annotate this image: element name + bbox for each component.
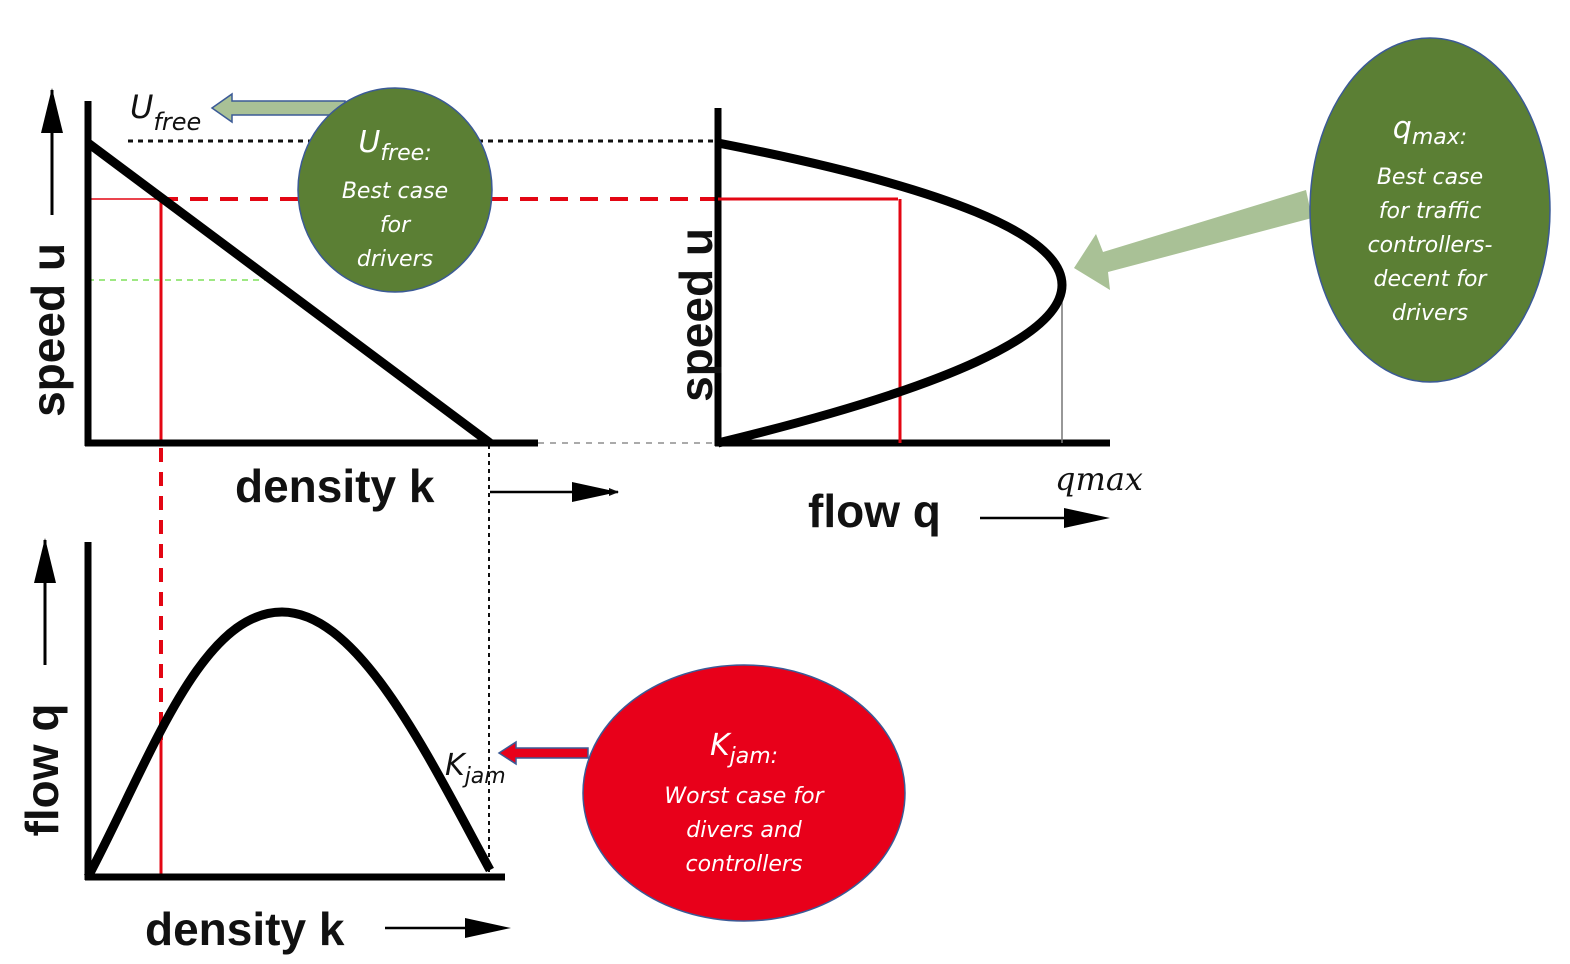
x-axis-arrowhead: [572, 482, 618, 502]
y-axis-arrowhead: [34, 538, 56, 583]
svg-text:Best case: Best case: [342, 179, 448, 204]
ufree-callout-arrow: [210, 92, 346, 124]
speed-flow-plot: speed u flow q qmax: [670, 108, 1143, 537]
svg-text:qmax:: qmax:: [1393, 111, 1467, 150]
flow-axis-label: flow q: [808, 485, 941, 537]
flow-density-plot: flow q density k Kjam: [16, 538, 511, 955]
svg-text:divers and: divers and: [686, 818, 803, 843]
kjam-callout-arrow: [497, 740, 589, 766]
flow-axis-label: flow q: [16, 704, 68, 837]
kjam-label: Kjam: [445, 748, 506, 789]
ufree-bubble: Ufree: Best case for drivers: [297, 87, 493, 293]
svg-text:controllers-: controllers-: [1368, 233, 1493, 258]
svg-text:Ufree:: Ufree:: [358, 125, 431, 166]
svg-text:decent for: decent for: [1374, 267, 1489, 292]
x-axis-arrowhead: [1064, 508, 1110, 528]
x-axis-arrowhead: [465, 918, 511, 938]
svg-text:drivers: drivers: [357, 247, 433, 272]
kjam-bubble: Kjam: Worst case for divers and controll…: [582, 664, 906, 922]
speed-density-plot: speed u density k Ufree: [22, 88, 619, 512]
qmax-label: qmax: [1055, 460, 1143, 498]
svg-text:controllers: controllers: [686, 852, 803, 877]
svg-text:Kjam:: Kjam:: [710, 728, 778, 769]
svg-text:Worst case for: Worst case for: [664, 784, 825, 809]
speed-density-line: [85, 139, 493, 447]
svg-text:Best case: Best case: [1377, 165, 1483, 190]
qmax-bubble: qmax: Best case for traffic controllers-…: [1309, 37, 1551, 383]
speed-axis-label: speed u: [22, 243, 74, 417]
density-axis-label: density k: [145, 903, 345, 955]
y-axis-arrowhead: [41, 88, 63, 133]
qmax-callout-arrow: [1074, 190, 1312, 290]
speed-flow-curve: [716, 138, 1067, 448]
svg-text:drivers: drivers: [1392, 301, 1468, 326]
density-axis-label: density k: [235, 460, 435, 512]
svg-text:for: for: [380, 213, 412, 238]
flow-density-curve: [84, 607, 494, 880]
u-free-label: Ufree: [130, 88, 201, 136]
svg-text:for traffic: for traffic: [1379, 199, 1481, 224]
speed-axis-label: speed u: [670, 228, 722, 402]
